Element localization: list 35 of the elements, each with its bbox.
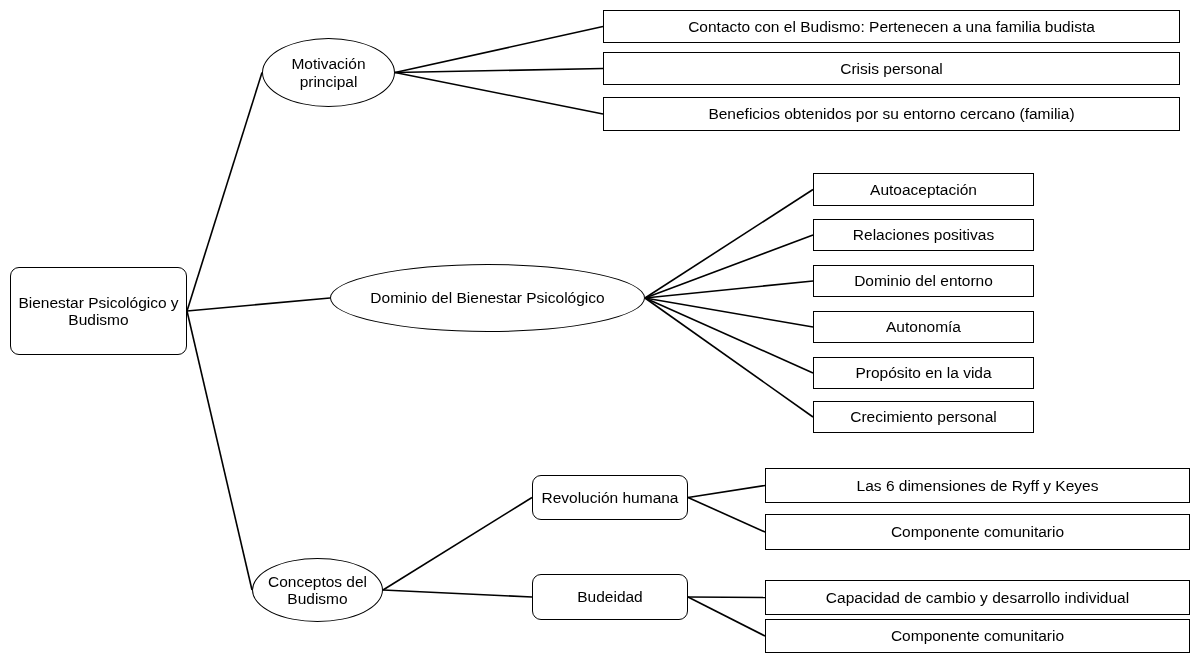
connector-line: [186, 310, 253, 591]
item-box: Beneficios obtenidos por su entorno cercano (familia): [603, 97, 1180, 131]
connector-line: [644, 297, 814, 418]
connector-line: [382, 496, 533, 591]
item-box: Dominio del entorno: [813, 265, 1034, 297]
connector-line: [644, 280, 814, 299]
item-box: Contacto con el Budismo: Pertenecen a una familia budista: [603, 10, 1180, 43]
connector-line: [687, 496, 766, 533]
connector-line: [687, 596, 766, 599]
item-box: Autonomía: [813, 311, 1034, 343]
topic-ellipse: Dominio del Bienestar Psicológico: [330, 264, 645, 332]
item-box: Capacidad de cambio y desarrollo individual: [765, 580, 1190, 615]
item-box: Crecimiento personal: [813, 401, 1034, 433]
topic-ellipse: Conceptos del Budismo: [252, 558, 383, 622]
item-box: Propósito en la vida: [813, 357, 1034, 389]
item-box: Autoaceptación: [813, 173, 1034, 206]
connector-line: [644, 297, 814, 328]
connector-line: [382, 589, 533, 598]
item-box: Crisis personal: [603, 52, 1180, 85]
connector-line: [186, 71, 263, 312]
item-box: Componente comunitario: [765, 619, 1190, 653]
item-box: Relaciones positivas: [813, 219, 1034, 251]
connector-line: [394, 71, 604, 115]
topic-ellipse: Motivación principal: [262, 38, 395, 107]
item-box: Las 6 dimensiones de Ryff y Keyes: [765, 468, 1190, 503]
connector-line: [186, 297, 331, 312]
connector-line: [687, 596, 766, 637]
category-box: Budeidad: [532, 574, 688, 620]
item-box: Componente comunitario: [765, 514, 1190, 550]
connector-line: [394, 25, 604, 74]
connector-line: [644, 188, 814, 299]
category-box: Bienestar Psicológico y Budismo: [10, 267, 187, 355]
connector-line: [644, 234, 814, 299]
category-box: Revolución humana: [532, 475, 688, 520]
connector-line: [687, 484, 766, 499]
